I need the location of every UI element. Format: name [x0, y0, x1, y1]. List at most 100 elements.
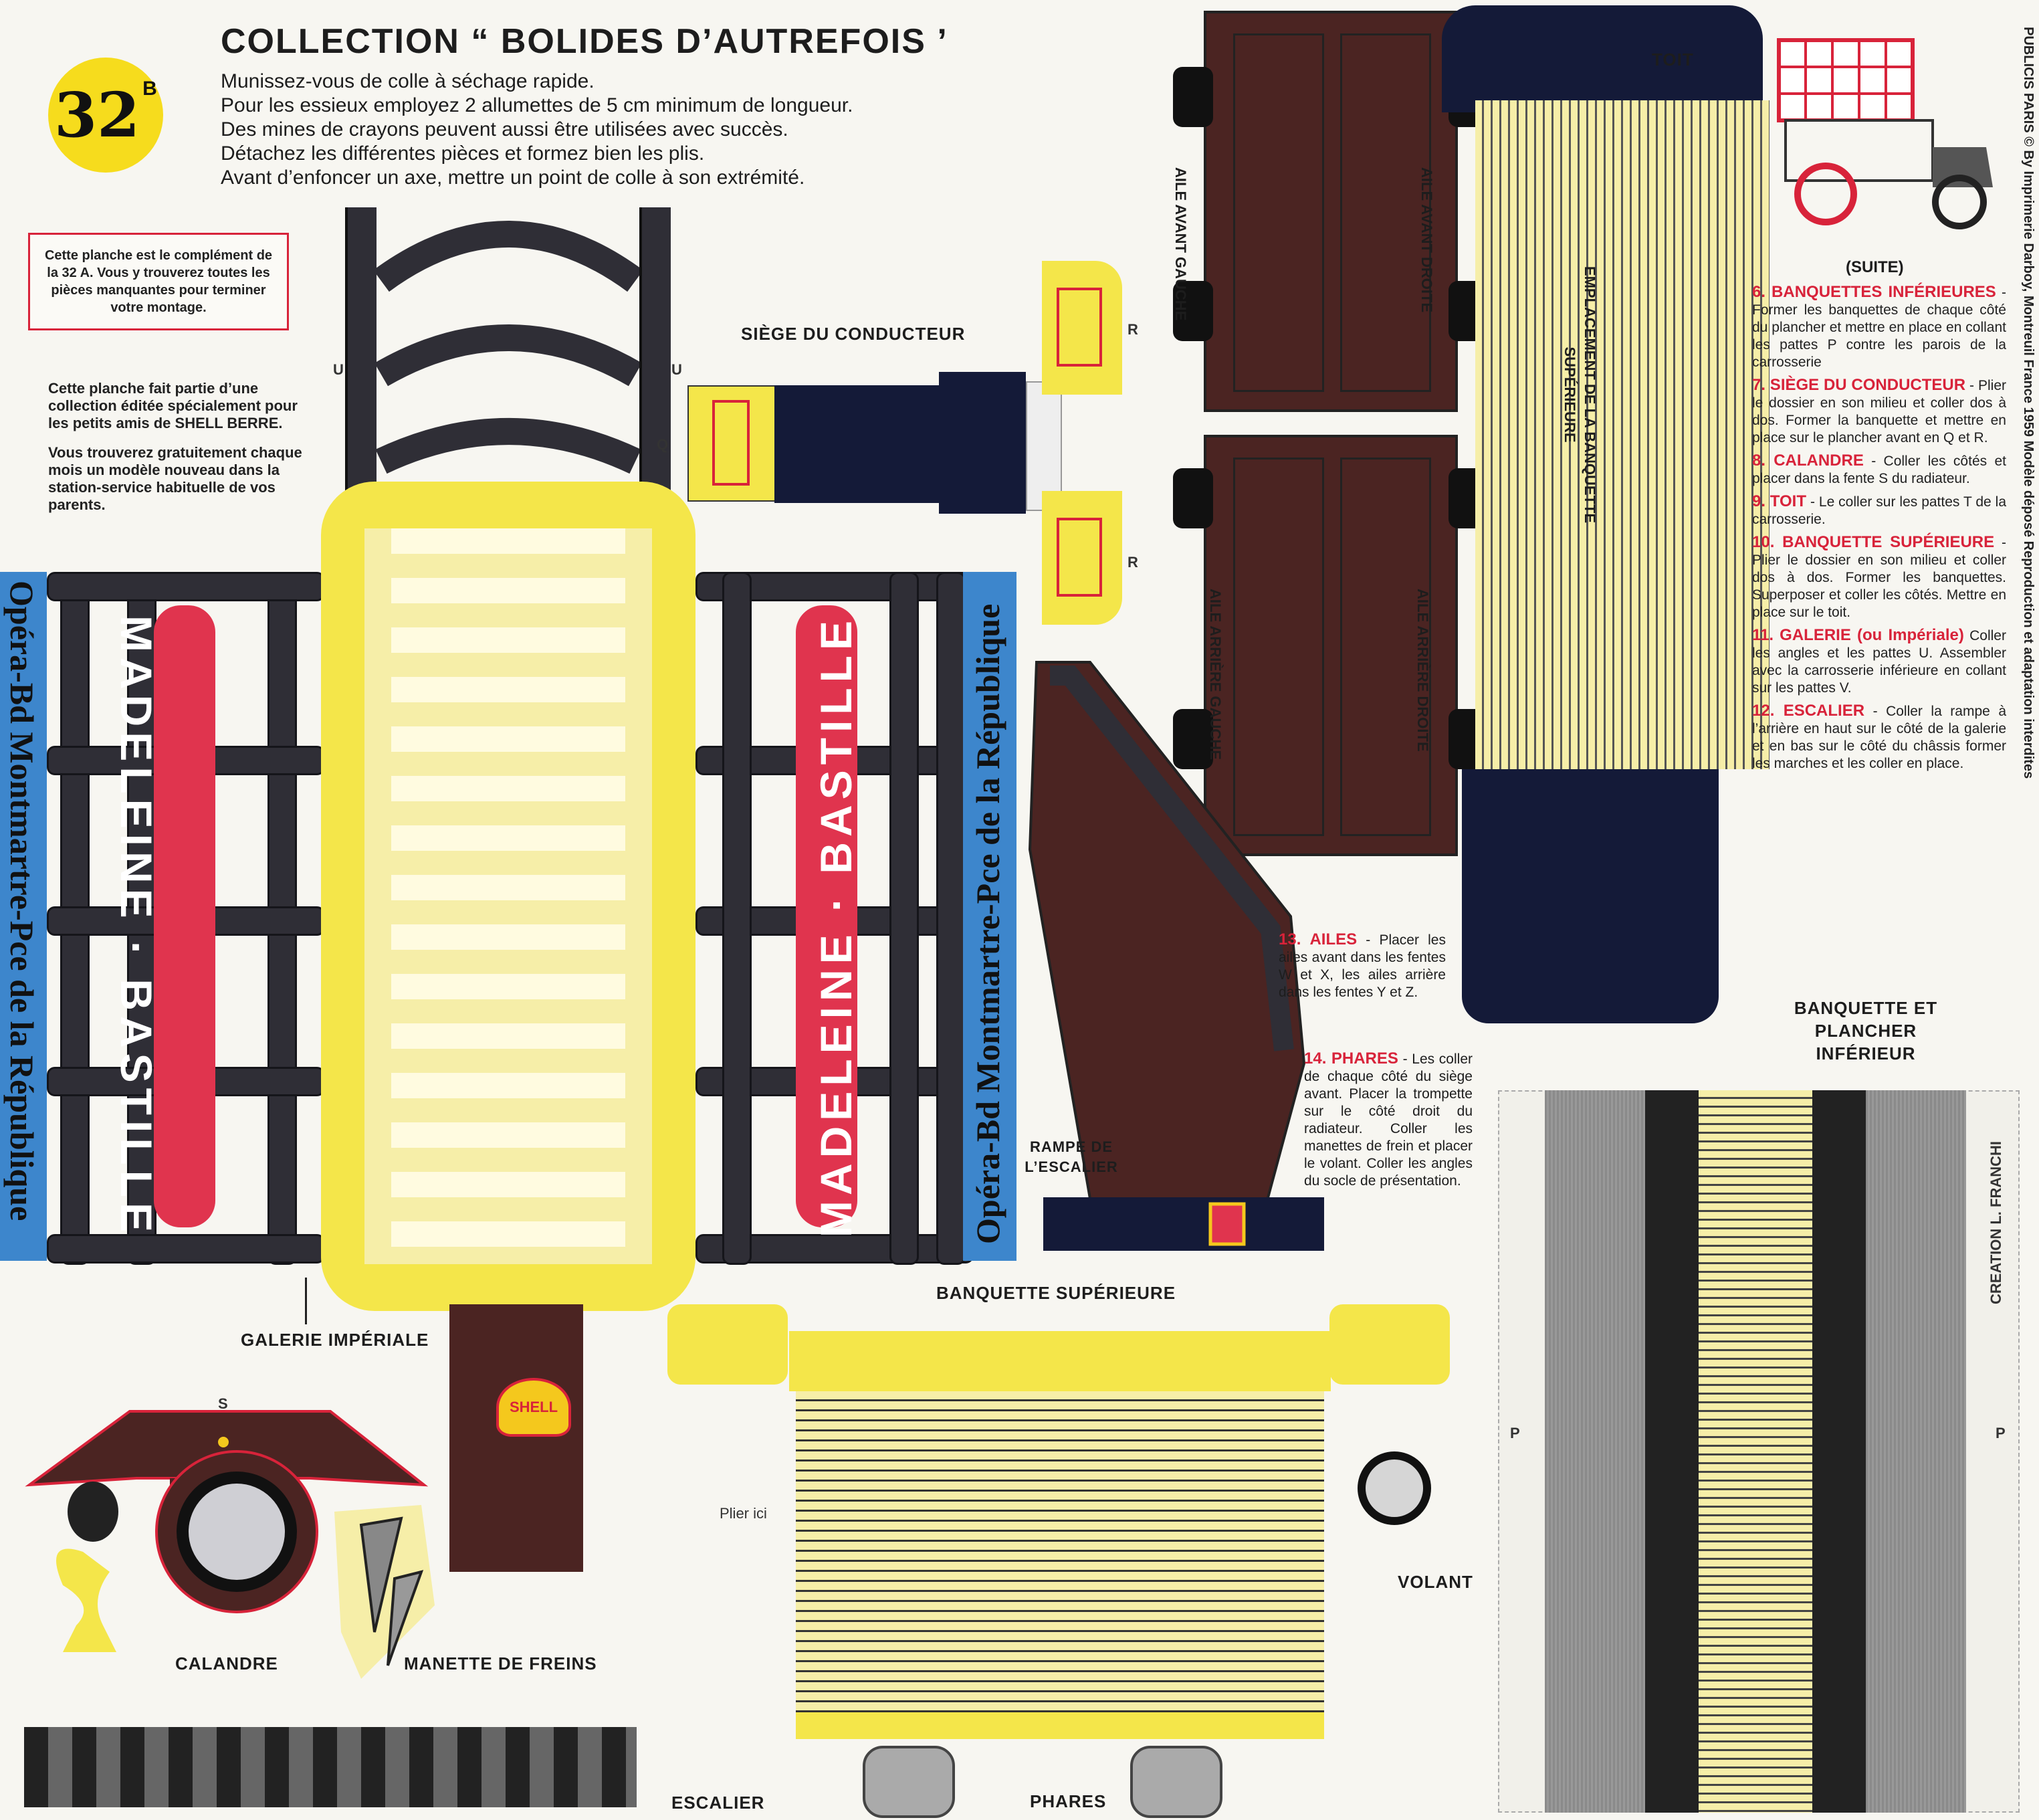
- page-title: COLLECTION “ BOLIDES D’AUTREFOIS ’: [221, 22, 948, 61]
- instruction-line: Détachez les différentes pièces et forme…: [221, 142, 705, 165]
- red-banner-text-right: MADELEINE · BASTILLE: [811, 615, 861, 1237]
- aile-avant-piece[interactable]: [1204, 11, 1458, 412]
- tab-label-r: R: [1128, 321, 1138, 338]
- collab-paragraph: Cette planche fait partie d’une collecti…: [48, 380, 298, 431]
- volant-icon[interactable]: [1358, 1451, 1431, 1525]
- label-creation: CREATION L. FRANCHI: [1988, 1140, 2004, 1304]
- red-banner-right: [796, 605, 857, 1227]
- rail-post: [722, 572, 752, 1265]
- label-siege-conducteur: SIÈGE DU CONDUCTEUR: [741, 324, 966, 344]
- badge-number: 32: [54, 79, 140, 151]
- suite-heading: (SUITE): [1846, 258, 1904, 276]
- step-item: 8. CALANDRE - Coller les côtés et placer…: [1752, 451, 2006, 487]
- plancher-grey-strip[interactable]: [1866, 1090, 1966, 1813]
- rail-post: [889, 572, 919, 1265]
- badge-suffix: B: [142, 78, 157, 100]
- wheel-icon: [1173, 67, 1213, 127]
- blue-banner-left: [0, 572, 47, 1261]
- collab-text: Cette planche fait partie d’une collecti…: [48, 380, 316, 514]
- tab-label-p: P: [1510, 1425, 1520, 1441]
- label-plier-ici: Plier ici: [720, 1505, 767, 1522]
- seat-side-piece[interactable]: [1042, 491, 1122, 625]
- manette-freins-piece[interactable]: [321, 1498, 441, 1686]
- rail-post: [936, 572, 966, 1265]
- label-toit: TOIT: [1652, 49, 1694, 70]
- galerie-right-panel[interactable]: [695, 572, 1016, 1265]
- galerie-left-panel[interactable]: [0, 572, 325, 1265]
- label-rampe: RAMPE DE L’ESCALIER: [1025, 1138, 1118, 1175]
- label-volant: VOLANT: [1398, 1572, 1473, 1592]
- tab-label-r: R: [1128, 554, 1138, 571]
- label-manette-freins: MANETTE DE FREINS: [404, 1653, 597, 1674]
- phare-icon[interactable]: [863, 1746, 955, 1818]
- label-emplacement: EMPLACEMENT DE LA BANQUETTE SUPÉRIEURE: [1562, 266, 1598, 524]
- label-escalier: ESCALIER: [671, 1793, 765, 1813]
- label-phares: PHARES: [1030, 1791, 1107, 1811]
- seat-side-piece[interactable]: [1042, 261, 1122, 395]
- wheel-icon: [1173, 281, 1213, 341]
- instruction-line: Pour les essieux employez 2 allumettes d…: [221, 94, 853, 116]
- banquette-back[interactable]: [789, 1331, 1331, 1391]
- banquette-tab: [1329, 1304, 1450, 1385]
- toit-front[interactable]: [1442, 5, 1763, 112]
- step-13: 13. AILES - Placer les ailes avant dans …: [1279, 930, 1446, 1001]
- instruction-line: Avant d’enfoncer un axe, mettre un point…: [221, 167, 805, 189]
- plancher-dark-strip: [1645, 1090, 1699, 1813]
- label-banquette-plancher: BANQUETTE ET PLANCHER INFÉRIEUR: [1794, 998, 1938, 1064]
- tab-label-u: U: [333, 361, 344, 378]
- step-item: 12. ESCALIER - Coller la rampe à l’arriè…: [1752, 702, 2006, 772]
- siege-tab: [1026, 381, 1062, 511]
- ladder-rung: [373, 221, 643, 474]
- plancher-dark-strip: [1812, 1090, 1866, 1813]
- blue-banner-right: [963, 572, 1016, 1261]
- label-aile-avant-gauche: AILE AVANT GAUCHE: [1172, 167, 1189, 321]
- blue-banner-text-left: Opéra-Bd Montmartre-Pce de la République: [3, 581, 41, 1221]
- galerie-floor-inner: [364, 528, 652, 1264]
- toit-rear[interactable]: [1462, 769, 1719, 1023]
- instructions: Munissez-vous de colle à séchage rapide.…: [221, 70, 1157, 190]
- aile-arriere-piece[interactable]: [1204, 435, 1458, 856]
- instruction-line: Munissez-vous de colle à séchage rapide.: [221, 70, 595, 92]
- shell-logo-text: SHELL: [509, 1399, 558, 1415]
- free-paragraph: Vous trouverez gratuitement chaque mois …: [48, 444, 302, 513]
- label-calandre: CALANDRE: [175, 1653, 278, 1674]
- red-banner-left: [154, 605, 215, 1227]
- tab-label-p: P: [1996, 1425, 2006, 1441]
- step-item: 9. TOIT - Le coller sur les pattes T de …: [1752, 492, 2006, 528]
- note-box: Cette planche est le complément de la 32…: [28, 233, 289, 330]
- instruction-steps: 6. BANQUETTES INFÉRIEURES - Former les b…: [1752, 284, 2006, 778]
- label-aile-avant-droite: AILE AVANT DROITE: [1418, 167, 1435, 313]
- arrow-galerie: [305, 1278, 307, 1324]
- calandre-piece[interactable]: [16, 1405, 431, 1699]
- siege-tab: [687, 385, 777, 502]
- label-banquette-superieure: BANQUETTE SUPÉRIEURE: [936, 1283, 1176, 1303]
- side-credit: PUBLICIS PARIS © By Imprimerie Darboy, M…: [2021, 27, 2036, 779]
- instruction-line: Des mines de crayons peuvent aussi être …: [221, 118, 788, 140]
- plancher-grey-strip[interactable]: [1545, 1090, 1645, 1813]
- step-item: 11. GALERIE (ou Impériale) Coller les an…: [1752, 626, 2006, 696]
- escalier-strip[interactable]: [24, 1727, 637, 1807]
- toit-roof[interactable]: [1475, 100, 1769, 769]
- rail-bar: [47, 1234, 325, 1263]
- shell-tab-piece[interactable]: [449, 1304, 583, 1572]
- phare-icon[interactable]: [1130, 1746, 1222, 1818]
- banquette-tab: [667, 1304, 788, 1385]
- tab-label-u: U: [671, 361, 682, 378]
- plancher-floor-strip[interactable]: [1699, 1090, 1812, 1813]
- label-galerie-imperiale: GALERIE IMPÉRIALE: [241, 1330, 429, 1350]
- siege-back[interactable]: [939, 372, 1026, 514]
- rampe-escalier-piece[interactable]: [990, 649, 1324, 1264]
- bus-illustration: [1777, 38, 1993, 229]
- banquette-seat[interactable]: [796, 1391, 1324, 1712]
- wheel-icon: [1173, 468, 1213, 528]
- tab-label-s: S: [218, 1395, 228, 1412]
- shell-logo-icon: SHELL: [496, 1378, 571, 1437]
- step-14: 14. PHARES - Les coller de chaque côté d…: [1304, 1049, 1473, 1189]
- tab-label-q: Q: [657, 436, 669, 453]
- siege-seat[interactable]: [774, 385, 939, 503]
- label-aile-arriere-droite: AILE ARRIÈRE DROITE: [1414, 589, 1431, 752]
- step-item: 7. SIÈGE DU CONDUCTEUR - Plier le dossie…: [1752, 376, 2006, 446]
- red-banner-text-left: MADELEINE · BASTILLE: [112, 615, 161, 1237]
- step-item: 10. BANQUETTE SUPÉRIEURE - Plier le doss…: [1752, 533, 2006, 621]
